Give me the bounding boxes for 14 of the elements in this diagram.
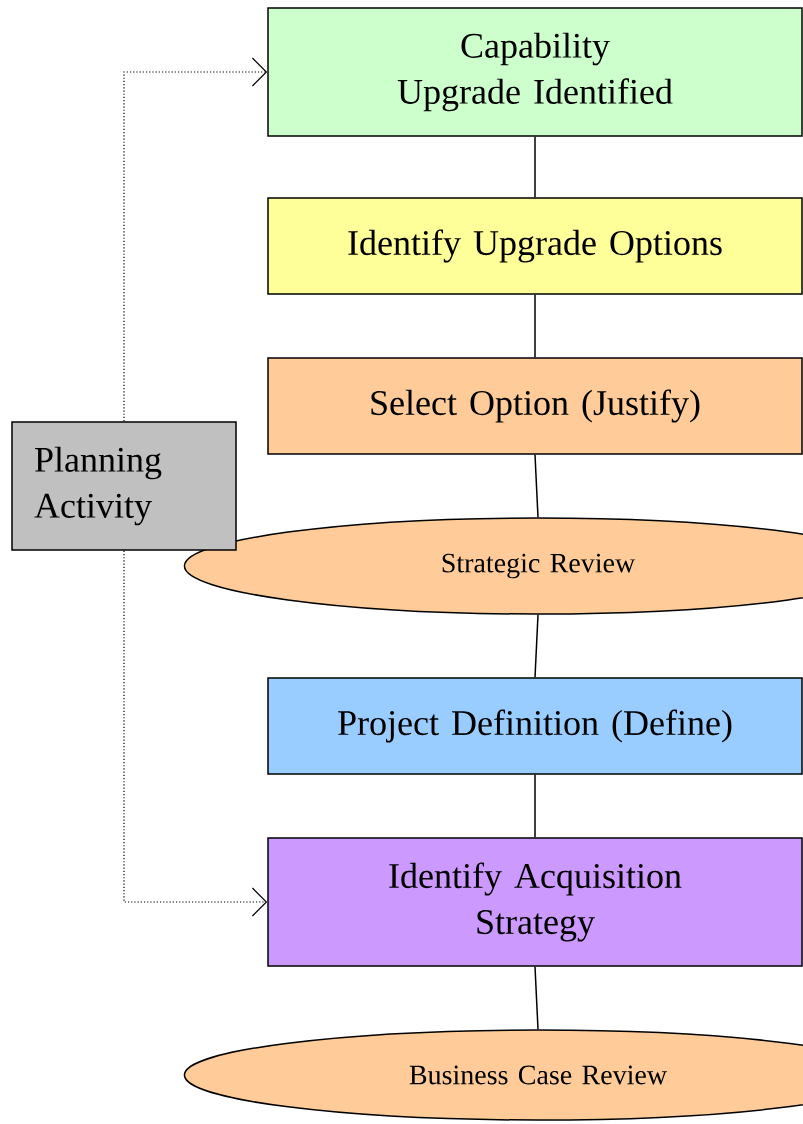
process-box: Project Definition (Define) [267,677,803,775]
connector-line [534,614,539,678]
connector-line [534,774,536,838]
process-box: Capability Upgrade Identified [267,7,803,137]
dotted-arrow [123,550,268,917]
connector-line [534,294,536,358]
activity-box: Planning Activity [11,421,237,551]
process-box: Select Option (Justify) [267,357,803,455]
connector-line [534,454,539,518]
process-box: Identify Acquisition Strategy [267,837,803,967]
process-box: Identify Upgrade Options [267,197,803,295]
connector-line [534,966,539,1030]
dotted-arrow [123,57,268,422]
connector-line [534,136,536,198]
